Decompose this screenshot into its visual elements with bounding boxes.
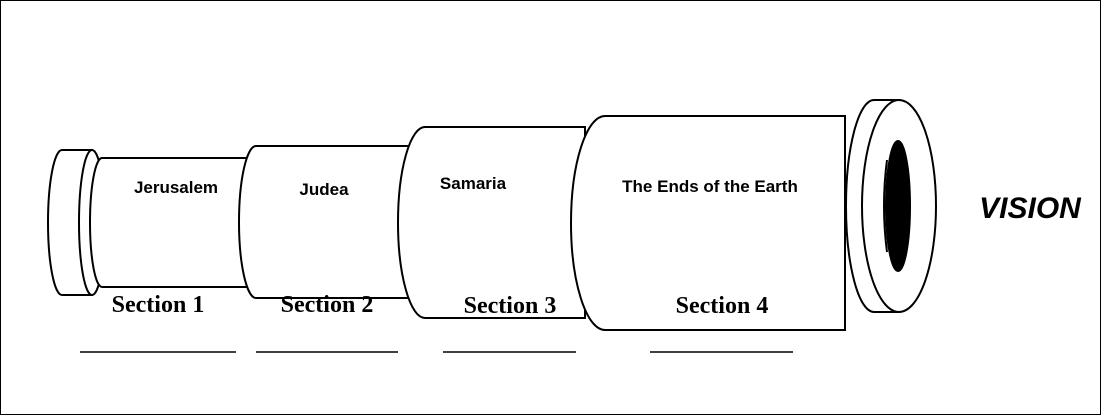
telescope-segment-1 — [89, 157, 252, 288]
section-label-4: Section 4 — [676, 293, 769, 319]
section-label-1: Section 1 — [112, 292, 205, 318]
telescope-segment-4 — [570, 115, 846, 331]
section-label-2: Section 2 — [281, 292, 374, 318]
telescope-segment-3 — [397, 126, 586, 319]
objective-lens — [883, 140, 911, 272]
segment-label-samaria: Samaria — [440, 174, 507, 193]
telescope-segment-2 — [238, 145, 410, 299]
section-label-3: Section 3 — [464, 293, 557, 319]
segment-label-ends-of-earth: The Ends of the Earth — [622, 177, 798, 196]
vision-label: VISION — [979, 192, 1082, 225]
segment-label-judea: Judea — [299, 180, 349, 199]
segment-label-jerusalem: Jerusalem — [134, 178, 218, 197]
